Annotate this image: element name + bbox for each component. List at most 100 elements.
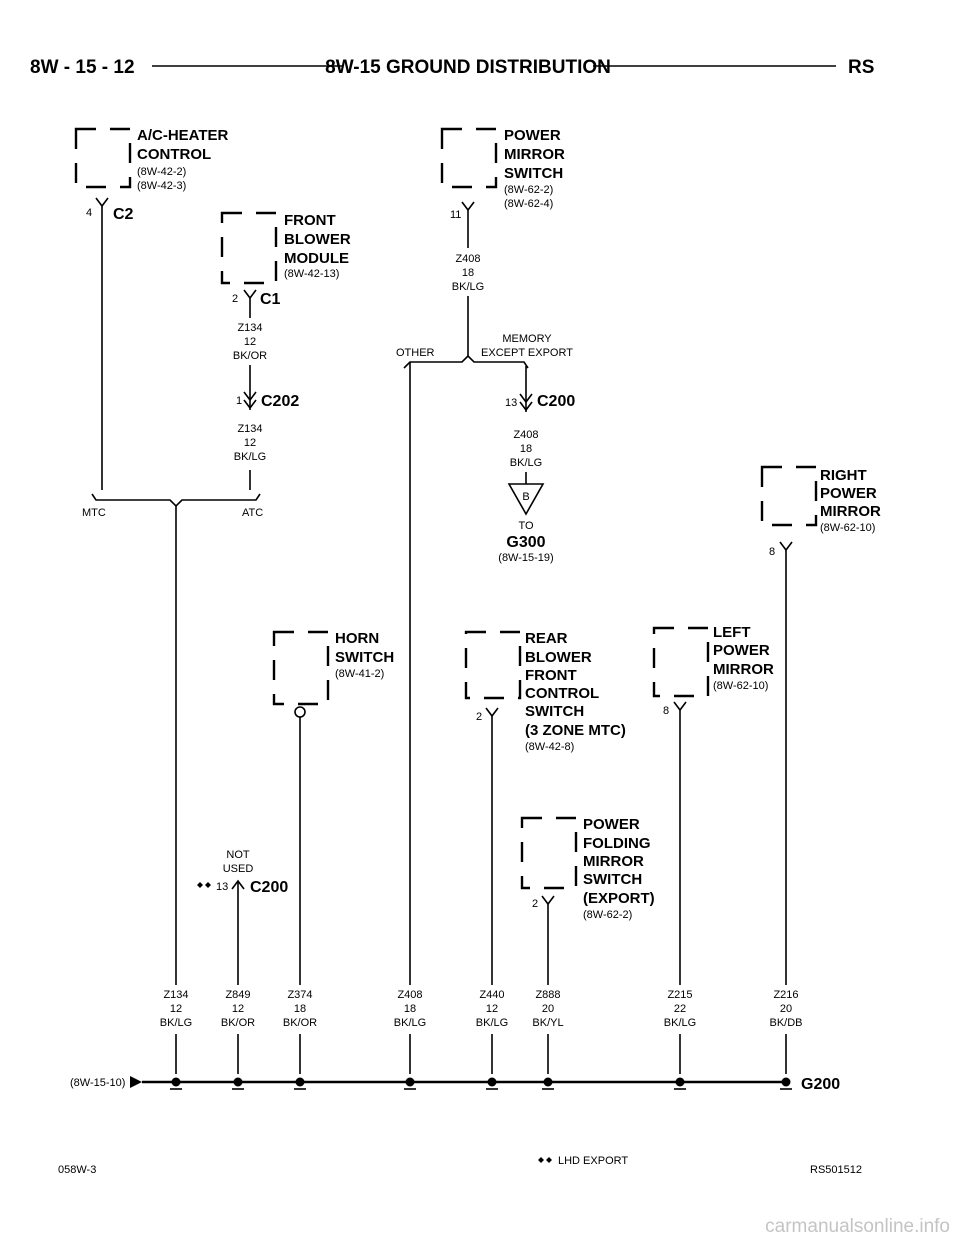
horn-switch-terminal [294, 706, 306, 718]
horn-switch-box [272, 630, 330, 706]
svg-text:BK/LG: BK/LG [510, 457, 542, 469]
component-front-blower-module: FRONT BLOWER MODULE (8W-42-13) 2 C1 [220, 211, 351, 308]
rear-blower-box [464, 630, 522, 700]
wire-label-z849-bottom: Z849 12 BK/OR [221, 989, 255, 1029]
svg-text:BK/LG: BK/LG [664, 1017, 696, 1029]
svg-text:BK/LG: BK/LG [234, 451, 266, 463]
svg-text:Z215: Z215 [667, 989, 692, 1001]
page-footer: 058W-3 LHD EXPORT RS501512 [58, 1155, 862, 1176]
svg-text:Z374: Z374 [287, 989, 312, 1001]
horn-switch-name-1: HORN [335, 630, 379, 647]
right-mirror-name-2: POWER [820, 485, 877, 502]
svg-text:Z408: Z408 [397, 989, 422, 1001]
svg-text:Z888: Z888 [535, 989, 560, 1001]
splice-other-label: OTHER [396, 347, 435, 359]
svg-text:BK/YL: BK/YL [532, 1017, 563, 1029]
component-rear-blower-switch: REAR BLOWER FRONT CONTROL SWITCH (3 ZONE… [464, 630, 626, 753]
ground-drops [175, 1034, 787, 1074]
g300-name: G300 [506, 534, 545, 551]
rear-blower-name-2: BLOWER [525, 649, 592, 666]
splice-mtc-atc: MTC ATC [82, 493, 263, 519]
footer-drawing-number: RS501512 [810, 1164, 862, 1176]
svg-text:20: 20 [542, 1003, 554, 1015]
svg-text:Z134: Z134 [237, 322, 262, 334]
bottom-wire-labels: Z134 12 BK/LG Z849 12 BK/OR Z374 18 BK/O… [160, 989, 803, 1029]
svg-text:12: 12 [244, 336, 256, 348]
front-blower-pin-terminal [243, 289, 257, 300]
component-left-power-mirror: LEFT POWER MIRROR (8W-62-10) 8 [652, 624, 774, 717]
right-mirror-ref: (8W-62-10) [820, 522, 875, 534]
header-model: RS [848, 57, 874, 78]
power-mirror-switch-pin: 11 [450, 209, 461, 221]
rear-blower-name-4: CONTROL [525, 685, 599, 702]
folding-mirror-name-2: FOLDING [583, 835, 651, 852]
rear-blower-pin-terminal [485, 707, 499, 718]
ac-heater-name-2: CONTROL [137, 146, 211, 163]
page-header: 8W - 15 - 12 8W-15 GROUND DISTRIBUTION R… [30, 57, 874, 78]
ac-heater-ref-2: (8W-42-3) [137, 180, 186, 192]
c200-not-used-1: NOT [226, 849, 250, 861]
ac-heater-ref-1: (8W-42-2) [137, 166, 186, 178]
footer-legend: LHD EXPORT [558, 1155, 628, 1167]
lhd-export-diamond-icon [197, 882, 211, 888]
right-mirror-name-1: RIGHT [820, 467, 867, 484]
ac-heater-pin-terminal [95, 197, 109, 208]
wire-label-z215-bottom: Z215 22 BK/LG [664, 989, 696, 1029]
svg-text:12: 12 [170, 1003, 182, 1015]
wire-label-z408-upper: Z408 18 BK/LG [452, 253, 484, 293]
ground-bus-arrow-icon [130, 1076, 142, 1088]
folding-mirror-ref: (8W-62-2) [583, 909, 632, 921]
folding-mirror-pin: 2 [532, 898, 538, 910]
g300-reference: B TO G300 (8W-15-19) [498, 483, 554, 564]
rear-blower-name-1: REAR [525, 630, 568, 647]
wire-label-z216-bottom: Z216 20 BK/DB [769, 989, 802, 1029]
horn-switch-name-2: SWITCH [335, 649, 394, 666]
folding-mirror-pin-terminal [541, 895, 555, 906]
splice-memory-label-2: EXCEPT EXPORT [481, 347, 573, 359]
right-mirror-pin-terminal [779, 541, 793, 552]
power-mirror-switch-pin-terminal [461, 201, 475, 212]
left-mirror-name-1: LEFT [713, 624, 751, 641]
ground-bus-g200: (8W-15-10) G200 [70, 1076, 840, 1093]
svg-text:12: 12 [232, 1003, 244, 1015]
splice-atc-label: ATC [242, 507, 263, 519]
power-mirror-switch-name-1: POWER [504, 127, 561, 144]
connector-c200-not-used: NOT USED 13 C200 [197, 849, 288, 896]
g300-to: TO [518, 520, 534, 532]
wire-label-z134-bk-lg-upper: Z134 12 BK/LG [234, 423, 266, 463]
svg-text:BK/DB: BK/DB [769, 1017, 802, 1029]
ac-heater-name-1: A/C-HEATER [137, 127, 229, 144]
svg-text:BK/OR: BK/OR [221, 1017, 255, 1029]
g300-ref: (8W-15-19) [498, 552, 553, 564]
component-right-power-mirror: RIGHT POWER MIRROR (8W-62-10) 8 [760, 465, 881, 558]
ac-heater-pin: 4 [86, 207, 92, 219]
front-blower-pin: 2 [232, 293, 238, 305]
component-horn-switch: HORN SWITCH (8W-41-2) [272, 630, 394, 718]
front-blower-name-1: FRONT [284, 212, 336, 229]
svg-text:Z849: Z849 [225, 989, 250, 1001]
front-blower-connector: C1 [260, 291, 281, 308]
svg-text:12: 12 [486, 1003, 498, 1015]
rear-blower-pin: 2 [476, 711, 482, 723]
power-mirror-switch-ref-2: (8W-62-4) [504, 198, 553, 210]
svg-text:22: 22 [674, 1003, 686, 1015]
splice-mtc-label: MTC [82, 507, 106, 519]
wire-label-z440-bottom: Z440 12 BK/LG [476, 989, 508, 1029]
c200-lhd-name: C200 [250, 879, 288, 896]
svg-text:Z216: Z216 [773, 989, 798, 1001]
ac-heater-connector: C2 [113, 206, 134, 223]
rear-blower-name-5: SWITCH [525, 703, 584, 720]
svg-text:BK/LG: BK/LG [394, 1017, 426, 1029]
footer-figure-code: 058W-3 [58, 1164, 96, 1176]
rear-blower-ref: (8W-42-8) [525, 741, 574, 753]
svg-text:18: 18 [404, 1003, 416, 1015]
splice-memory-label-1: MEMORY [502, 333, 552, 345]
ac-heater-box [74, 127, 132, 189]
rear-blower-name-3: FRONT [525, 667, 577, 684]
folding-mirror-name-5: (EXPORT) [583, 890, 655, 907]
wire-label-z408-lower: Z408 18 BK/LG [510, 429, 542, 469]
svg-text:BK/LG: BK/LG [476, 1017, 508, 1029]
svg-text:Z440: Z440 [479, 989, 504, 1001]
svg-text:20: 20 [780, 1003, 792, 1015]
